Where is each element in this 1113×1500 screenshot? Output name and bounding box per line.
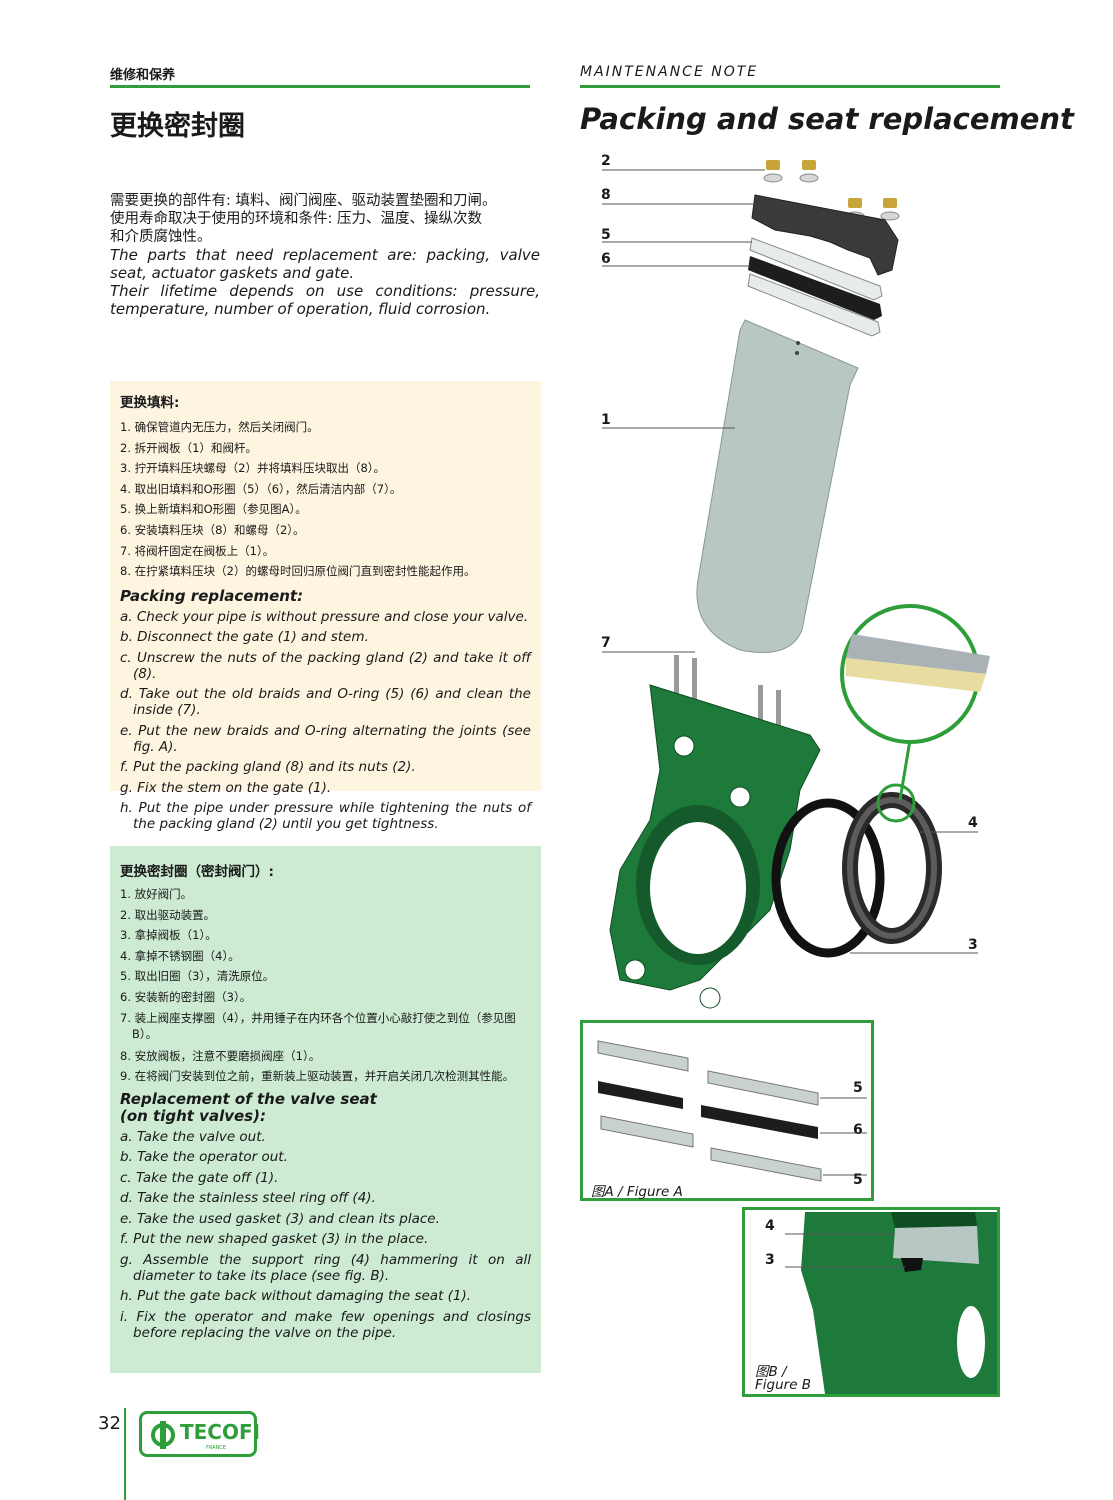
footer-vertical-rule (124, 1408, 126, 1500)
list-item: 4. 取出旧填料和O形圈（5）（6），然后清洁内部（7）。 (120, 481, 402, 496)
seat-heading-en: Replacement of the valve seat (on tight … (120, 1089, 531, 1125)
diagram-label: 5 (601, 227, 611, 243)
list-item: f. Put the new shaped gasket (3) in the … (120, 1231, 429, 1248)
list-item: 2. 取出驱动装置。 (120, 907, 216, 922)
header-rule-left (110, 85, 530, 88)
detail-circle-small (876, 783, 916, 823)
figure-a-label: 6 (853, 1122, 863, 1138)
intro-cn-line: 使用寿命取决于使用的环境和条件: 压力、温度、操纵次数 (110, 211, 482, 227)
intro-cn-line: 需要更换的部件有: 填料、阀门阀座、驱动装置垫圈和刀闸。 (110, 193, 497, 209)
list-item: d. Take out the old braids and O-ring (5… (120, 686, 531, 719)
seat-heading-en-line1: Replacement of the valve seat (120, 1089, 377, 1108)
list-item: 1. 放好阀门。 (120, 887, 193, 901)
seat-gasket-icon (771, 798, 885, 958)
figure-b-frame: 4 3 图B / Figure B (742, 1207, 1000, 1397)
list-item: e. Put the new braids and O-ring alterna… (120, 722, 531, 755)
seat-steps-cn: 1. 放好阀门。 2. 取出驱动装置。 3. 拿掉阀板（1）。 4. 拿掉不锈钢… (120, 884, 531, 1087)
list-item: 3. 拿掉阀板（1）。 (120, 928, 217, 943)
intro-en-para: Their lifetime depends on use conditions… (110, 282, 540, 318)
list-item: a. Check your pipe is without pressure a… (120, 608, 529, 625)
section-title-en: MAINTENANCE NOTE (580, 64, 759, 80)
seat-replacement-box: 更换密封圈（密封阀门）: 1. 放好阀门。 2. 取出驱动装置。 3. 拿掉阀板… (110, 846, 541, 1373)
exploded-valve-diagram (602, 160, 990, 1009)
list-item: c. Unscrew the nuts of the packing gland… (120, 649, 531, 682)
tecofi-logo-icon (151, 1421, 175, 1449)
figure-a-caption: 图A / Figure A (591, 1184, 683, 1200)
figure-a-braids (597, 1040, 867, 1182)
list-item: h. Put the pipe under pressure while tig… (120, 800, 531, 833)
packing-replacement-box: 更换填料: 1. 确保管道内无压力，然后关闭阀门。 2. 拆开阀板（1）和阀杆。… (110, 381, 541, 832)
list-item: e. Take the used gasket (3) and clean it… (120, 1210, 440, 1227)
intro-block: 需要更换的部件有: 填料、阀门阀座、驱动装置垫圈和刀闸。 使用寿命取决于使用的环… (110, 192, 540, 318)
list-item: 4. 拿掉不锈钢圈（4）。 (120, 948, 240, 963)
list-item: 6. 安装新的密封圈（3）。 (120, 989, 252, 1004)
seat-steps-en: a. Take the valve out. b. Take the opera… (120, 1129, 531, 1341)
list-item: h. Put the gate back without damaging th… (120, 1288, 472, 1305)
figure-a-label: 5 (853, 1172, 863, 1188)
diagram-label: 2 (601, 153, 611, 169)
tecofi-logo-subtext: FRANCE (206, 1445, 226, 1451)
list-item: b. Disconnect the gate (1) and stem. (120, 629, 369, 646)
figure-b-caption-cn: 图B / (755, 1364, 787, 1380)
list-item: 6. 安装填料压块（8）和螺母（2）。 (120, 522, 305, 537)
header-rule-right (580, 85, 1000, 88)
list-item: g. Fix the stem on the gate (1). (120, 779, 332, 796)
o-ring-icon (748, 256, 882, 320)
figure-a-label: 5 (853, 1080, 863, 1096)
packing-steps-en: a. Check your pipe is without pressure a… (120, 609, 531, 833)
list-item: 1. 确保管道内无压力，然后关闭阀门。 (120, 420, 319, 434)
diagram-label: 8 (601, 187, 611, 203)
list-item: 8. 安放阀板，注意不要磨损阀座（1）。 (120, 1048, 321, 1063)
intro-en-para: The parts that need replacement are: pac… (110, 246, 540, 282)
seat-heading-en-line2: (on tight valves): (120, 1106, 266, 1125)
diagram-label: 1 (601, 412, 611, 428)
figure-b-seat-section (785, 1212, 997, 1394)
list-item: 8. 在拧紧填料压块（2）的螺母时回归原位阀门直到密封性能起作用。 (120, 564, 476, 579)
diagram-label: 3 (968, 937, 978, 953)
list-item: 5. 取出旧圈（3），清洗原位。 (120, 969, 275, 984)
packing-braid-icon (749, 237, 883, 301)
diagram-label: 4 (968, 815, 978, 831)
tecofi-logo: TECOFI FRANCE (139, 1411, 261, 1457)
page-number: 32 (98, 1413, 121, 1434)
packing-steps-cn: 1. 确保管道内无压力，然后关闭阀门。 2. 拆开阀板（1）和阀杆。 3. 拧开… (120, 417, 531, 582)
page-title-en: Packing and seat replacement (580, 102, 1074, 136)
list-item: f. Put the packing gland (8) and its nut… (120, 759, 416, 776)
list-item: c. Take the gate off (1). (120, 1169, 279, 1186)
intro-cn-line: 和介质腐蚀性。 (110, 229, 212, 245)
list-item: g. Assemble the support ring (4) hammeri… (120, 1251, 531, 1284)
page-title-cn: 更换密封圈 (110, 111, 245, 142)
figure-b-label: 3 (765, 1252, 775, 1268)
valve-body-icon (609, 655, 821, 1009)
list-item: 2. 拆开阀板（1）和阀杆。 (120, 440, 257, 455)
packing-heading-en: Packing replacement: (120, 586, 304, 605)
packing-braid-icon (747, 273, 881, 337)
list-item: 9. 在将阀门安装到位之前，重新装上驱动装置，并开启关闭几次检测其性能。 (120, 1069, 515, 1084)
gate-plate-icon (696, 319, 859, 653)
list-item: 7. 装上阀座支撑圈（4），并用锤子在内环各个位置小心敲打使之到位（参见图B）。 (120, 1010, 516, 1041)
figure-b-caption-en: Figure B (755, 1377, 812, 1393)
list-item: i. Fix the operator and make few opening… (120, 1308, 531, 1341)
diagram-label: 7 (601, 635, 611, 651)
diagram-label: 6 (601, 251, 611, 267)
list-item: 7. 将阀杆固定在阀板上（1）。 (120, 543, 275, 558)
tecofi-logo-text: TECOFI (180, 1420, 261, 1444)
figure-b-label: 4 (765, 1218, 775, 1234)
packing-heading-cn: 更换填料: (120, 395, 180, 411)
packing-gland-icon (751, 194, 899, 276)
seat-heading-cn: 更换密封圈（密封阀门）: (120, 864, 274, 880)
figure-a-frame: 5 6 5 图A / Figure A (580, 1020, 874, 1201)
list-item: 3. 拧开填料压块螺母（2）并将填料压块取出（8）。 (120, 461, 386, 476)
list-item: 5. 换上新填料和O形圈（参见图A）。 (120, 502, 307, 517)
list-item: a. Take the valve out. (120, 1128, 266, 1145)
section-title-cn: 维修和保养 (110, 68, 176, 83)
list-item: d. Take the stainless steel ring off (4)… (120, 1190, 376, 1207)
list-item: b. Take the operator out. (120, 1149, 288, 1166)
